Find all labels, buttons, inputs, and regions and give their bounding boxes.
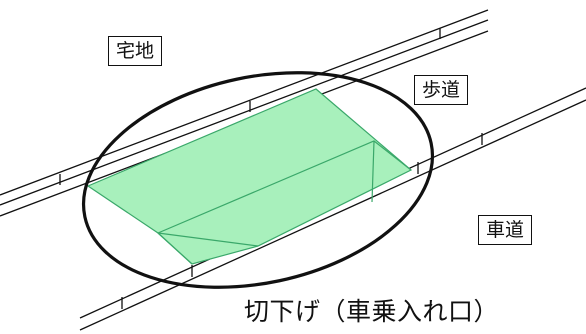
roadway-label: 車道 — [478, 215, 533, 245]
boundary-line-inner — [0, 19, 489, 206]
curb-cut-slope-line — [157, 232, 193, 265]
highlight-ellipse — [81, 71, 435, 289]
curb-cut-slope-line — [371, 140, 375, 203]
curb-cut-area — [86, 88, 413, 265]
curb-cut-polygon — [86, 88, 413, 265]
boundary-line-outer — [0, 9, 489, 196]
curb-line-lower — [79, 99, 586, 331]
curb-cut-slope-line — [157, 232, 259, 247]
diagram-caption: 切下げ（車乗入れ口） — [244, 297, 500, 326]
residential-label: 宅地 — [108, 36, 163, 66]
sidewalk-label: 歩道 — [414, 75, 469, 105]
